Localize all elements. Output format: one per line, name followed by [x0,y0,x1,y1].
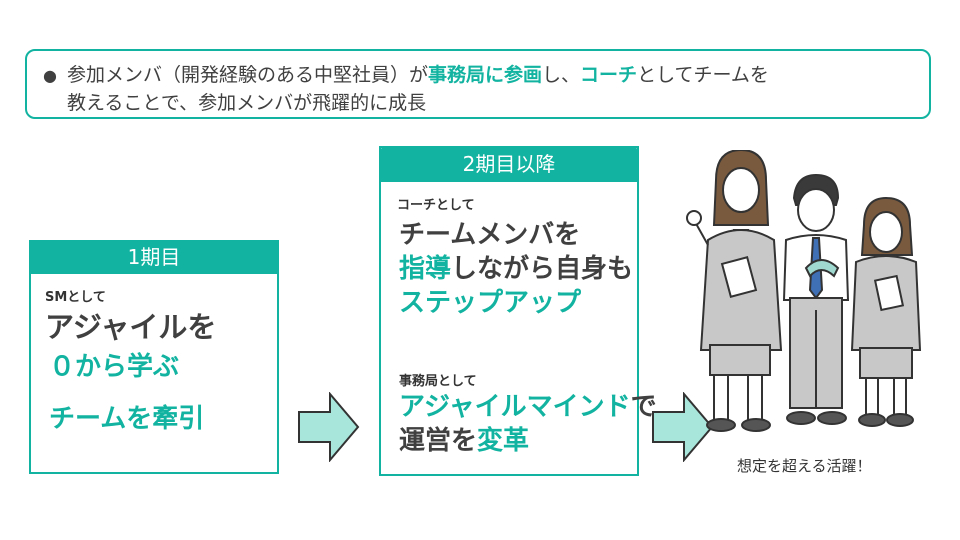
team-members-illustration [686,150,922,432]
highlight-secretariat: 事務局に参画 [428,64,543,86]
arrow-right-icon [652,392,714,462]
phase-2-role-coach: コーチとして [397,198,475,213]
highlight-coach: コーチ [580,64,638,86]
summary-line-1: 参加メンバ（開発経験のある中堅社員）が事務局に参画し、コーチとしてチームを [67,64,769,86]
woman-right-figure [850,196,922,427]
summary-line-2: 教えることで、参加メンバが飛躍的に成長 [67,92,427,114]
summary-box: ● 参加メンバ（開発経験のある中堅社員）が事務局に参画し、コーチとしてチームを … [25,49,931,119]
phase-1-role: SMとして [45,290,106,305]
phase-1-line-3: チームを牽引 [49,404,205,434]
phase-1-line-1: アジャイルを [45,310,217,344]
bullet-icon: ● [43,66,57,85]
phase-2-role-secretariat: 事務局として [399,374,477,389]
phase-1-header: 1期目 [29,240,279,274]
arrow-right-icon [298,392,360,462]
man-middle-figure [782,173,850,425]
phase-2-line-2: 指導しながら自身も [399,254,634,284]
phase-2-line-3: ステップアップ [399,288,582,318]
phase-2-line-4: アジャイルマインドで [399,392,657,422]
phase-2-line-5: 運営を変革 [399,426,530,456]
phase-1-line-2: ０から学ぶ [49,352,180,382]
caption: 想定を超える活躍！ [737,457,872,475]
phase-2-card: 2期目以降 コーチとして チームメンバを 指導しながら自身も ステップアップ 事… [379,146,657,476]
woman-left-figure [686,150,783,432]
phase-2-header: 2期目以降 [379,146,639,182]
phase-1-card: 1期目 SMとして アジャイルを ０から学ぶ チームを牽引 [29,240,279,474]
phase-2-line-1: チームメンバを [399,220,581,250]
